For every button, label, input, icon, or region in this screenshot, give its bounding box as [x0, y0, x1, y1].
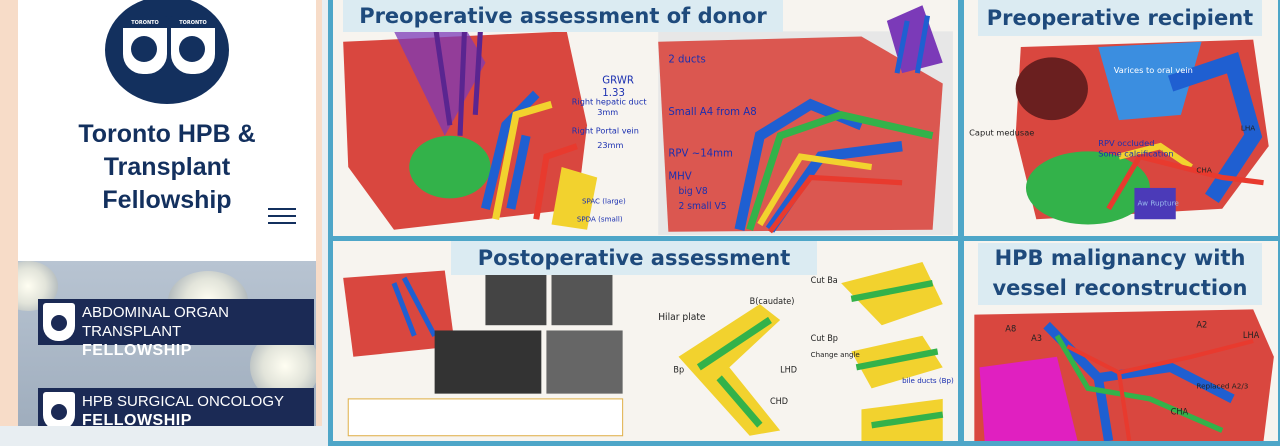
card-donor-assessment[interactable]: GRWR 1.33 Right hepatic duct 3mm Right P… — [328, 0, 963, 242]
site-title-line1: Toronto HPB & Transplant — [78, 120, 256, 181]
recipient-note: LHA — [1241, 123, 1255, 132]
recipient-note: RPV occluded — [1098, 138, 1154, 148]
malignancy-note: A2 — [1196, 319, 1207, 329]
malignancy-note: A8 — [1005, 323, 1016, 333]
shield-icon — [43, 303, 75, 341]
postop-note: Bp — [673, 364, 684, 374]
malignancy-note: A3 — [1031, 333, 1042, 343]
postop-note: bile ducts (Bp) — [902, 376, 954, 385]
site-title[interactable]: Toronto HPB & Transplant Fellowship — [18, 118, 316, 217]
postop-note: Cut Ba — [811, 275, 838, 285]
recipient-note: Varices to oral vein — [1114, 65, 1193, 75]
donor-note: RPV ~14mm — [668, 147, 733, 159]
card-title: HPB malignancy with vessel reconstructio… — [978, 243, 1262, 305]
card-title: Preoperative recipient — [978, 0, 1262, 36]
malignancy-note: Replaced A2/3 — [1196, 381, 1248, 390]
liver-emblem-icon — [179, 36, 205, 62]
donor-liver-illustration: GRWR 1.33 Right hepatic duct 3mm Right P… — [333, 0, 958, 237]
recipient-note: Some calcification — [1098, 149, 1173, 159]
recipient-note: Caput medusae — [969, 128, 1034, 138]
donor-note: 23mm — [597, 140, 623, 150]
card-title: Postoperative assessment — [451, 241, 817, 275]
donor-note: GRWR — [602, 74, 634, 86]
recipient-liver-illustration: RPV occluded Some calcification Caput me… — [964, 0, 1278, 237]
postop-note: Hilar plate — [658, 312, 706, 323]
liver-emblem-icon — [131, 36, 157, 62]
malignancy-note: CHA — [1171, 407, 1189, 417]
banner-line1: HPB SURGICAL ONCOLOGY — [82, 393, 284, 410]
card-title-line2: vessel reconstruction — [992, 276, 1248, 300]
postop-note: Cut Bp — [811, 333, 838, 343]
mobile-site-preview: TORONTO TORONTO Toronto HPB & Transplant… — [0, 0, 322, 426]
card-hpb-malignancy[interactable]: A8 A3 A2 CHA LHA Replaced A2/3 HPB malig… — [959, 236, 1280, 446]
donor-note: 2 small V5 — [679, 201, 727, 212]
donor-note: Right Portal vein — [572, 126, 639, 136]
donor-note: SPDA (small) — [577, 214, 623, 223]
recipient-note: CHA — [1196, 165, 1211, 174]
donor-note: Small A4 from A8 — [668, 106, 756, 118]
postop-note: CHD — [770, 396, 788, 406]
donor-note: 2 ducts — [668, 54, 705, 66]
banner-line1: ABDOMINAL ORGAN TRANSPLANT — [82, 304, 229, 340]
abdominal-transplant-shield-icon: TORONTO — [121, 16, 169, 76]
donor-note: 1.33 — [602, 87, 625, 99]
donor-note: MHV — [668, 170, 691, 182]
card-postoperative-assessment[interactable]: Hilar plate B(caudate) Bp LHD CHD Cut Ba… — [328, 236, 963, 446]
banner-line2: FELLOWSHIP — [82, 412, 192, 426]
hero-image: ABDOMINAL ORGAN TRANSPLANT FELLOWSHIP HP… — [18, 261, 316, 426]
hamburger-menu-icon[interactable] — [268, 203, 296, 227]
shield-label: TORONTO — [171, 18, 215, 28]
hpb-oncology-banner[interactable]: HPB SURGICAL ONCOLOGY FELLOWSHIP — [38, 388, 314, 426]
site-frame: TORONTO TORONTO Toronto HPB & Transplant… — [18, 0, 316, 426]
card-title-line1: HPB malignancy with — [994, 246, 1246, 270]
donor-note: Right hepatic duct — [572, 96, 647, 106]
recipient-note: Aw Rupture — [1138, 199, 1180, 208]
abdominal-transplant-banner[interactable]: ABDOMINAL ORGAN TRANSPLANT FELLOWSHIP — [38, 299, 314, 359]
donor-note: big V8 — [679, 186, 708, 197]
fellowship-logo[interactable]: TORONTO TORONTO — [105, 0, 229, 104]
site-title-line2: Fellowship — [102, 186, 232, 214]
postop-note: Change angle — [811, 350, 861, 359]
banner-line2: FELLOWSHIP — [82, 342, 192, 359]
postop-note: B(caudate) — [750, 296, 795, 306]
hpb-oncology-shield-icon: TORONTO — [169, 16, 217, 76]
donor-note: SPAC (large) — [582, 196, 626, 205]
shield-icon — [43, 392, 75, 426]
malignancy-note: LHA — [1243, 330, 1260, 340]
shield-label: TORONTO — [123, 18, 167, 28]
card-title: Preoperative assessment of donor — [343, 0, 783, 32]
postop-note: LHD — [780, 364, 797, 374]
card-preoperative-recipient[interactable]: RPV occluded Some calcification Caput me… — [959, 0, 1280, 242]
donor-note: 3mm — [597, 107, 618, 117]
